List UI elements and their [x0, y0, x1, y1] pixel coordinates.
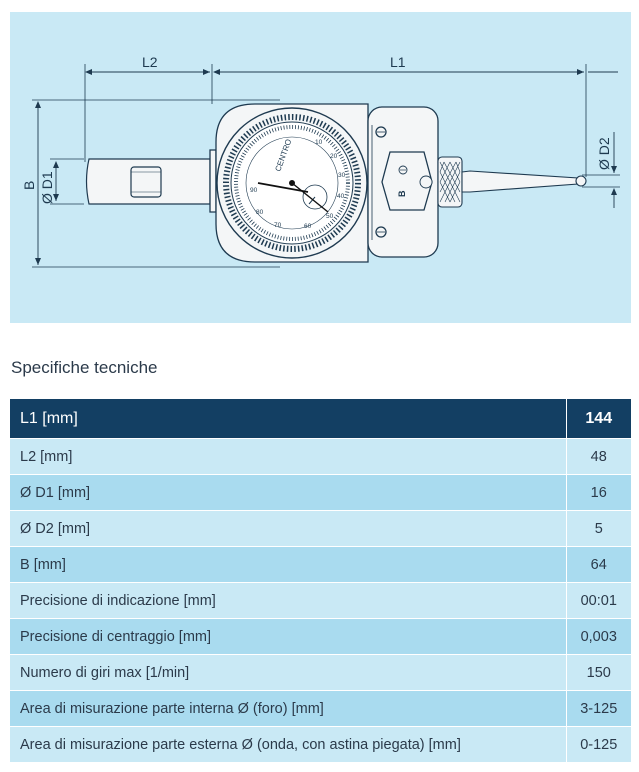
- dial-tick-label: 80: [256, 209, 264, 216]
- row-value: 150: [565, 654, 631, 691]
- row-value: 3-125: [565, 690, 631, 727]
- dim-label-D2: Ø D2: [596, 137, 612, 170]
- technical-drawing: L2 L1 B Ø D1 Ø D2: [10, 12, 631, 323]
- dial-tick-label: 10: [315, 139, 323, 146]
- row-label: Numero di giri max [1/min]: [10, 654, 566, 691]
- dial-tick-label: 70: [274, 222, 282, 229]
- dimension-lines: [35, 69, 618, 265]
- row-label: L2 [mm]: [10, 438, 566, 475]
- row-label: Precisione di centraggio [mm]: [10, 618, 566, 655]
- row-value: 16: [565, 474, 631, 511]
- row-label: B [mm]: [10, 546, 566, 583]
- table-row: Ø D2 [mm] 5: [10, 510, 631, 547]
- knurled-nut: [437, 156, 463, 208]
- dim-label-L1: L1: [390, 54, 406, 70]
- row-value: 64: [565, 546, 631, 583]
- table-row: Precisione di centraggio [mm] 0,003: [10, 618, 631, 655]
- dial-tick-label: 30: [338, 172, 346, 179]
- extension-lines: [32, 64, 620, 268]
- table-row: Ø D1 [mm] 16: [10, 474, 631, 511]
- dial-tick-label: 20: [330, 153, 338, 160]
- row-value: 00:01: [565, 582, 631, 619]
- row-label: Ø D1 [mm]: [10, 474, 566, 511]
- dial-needle: [257, 182, 309, 193]
- specs-table: L1 [mm] 144 L2 [mm] 48 Ø D1 [mm] 16 Ø D2…: [10, 399, 631, 762]
- dim-label-D1: Ø D1: [39, 171, 55, 204]
- shank: [85, 158, 211, 205]
- row-value: 0,003: [565, 618, 631, 655]
- dim-label-B: B: [21, 181, 37, 190]
- centering-indicator-drawing: L2 L1 B Ø D1 Ø D2: [21, 54, 620, 268]
- row-value: 0-125: [565, 726, 631, 762]
- row-label: Area di misurazione parte interna Ø (for…: [10, 690, 566, 727]
- table-row: Numero di giri max [1/min] 150: [10, 654, 631, 691]
- dial-tick-label: 50: [326, 213, 334, 220]
- row-label: Ø D2 [mm]: [10, 510, 566, 547]
- table-row: B [mm] 64: [10, 546, 631, 583]
- dial-tick-label: 40: [337, 193, 345, 200]
- row-value: 5: [565, 510, 631, 547]
- table-row: L2 [mm] 48: [10, 438, 631, 475]
- dial-tick-label: 90: [250, 187, 258, 194]
- section-title: Specifiche tecniche: [11, 358, 158, 377]
- table-row: Area di misurazione parte esterna Ø (ond…: [10, 726, 631, 762]
- table-header-row: L1 [mm] 144: [10, 399, 631, 439]
- probe: [461, 170, 587, 193]
- dial-tick-label: 60: [304, 223, 312, 230]
- row-label: Precisione di indicazione [mm]: [10, 582, 566, 619]
- table-row: Area di misurazione parte interna Ø (for…: [10, 690, 631, 727]
- row-value: 48: [565, 438, 631, 475]
- table-row: Precisione di indicazione [mm] 00:01: [10, 582, 631, 619]
- row-label: Area di misurazione parte esterna Ø (ond…: [10, 726, 566, 762]
- dial-gauge: CENTRO 10 20 30 40 50 60 70 80 90: [216, 107, 368, 259]
- dim-label-L2: L2: [142, 54, 158, 70]
- header-value: 144: [565, 399, 631, 439]
- header-label: L1 [mm]: [10, 399, 566, 439]
- housing-label-b: B: [397, 190, 407, 197]
